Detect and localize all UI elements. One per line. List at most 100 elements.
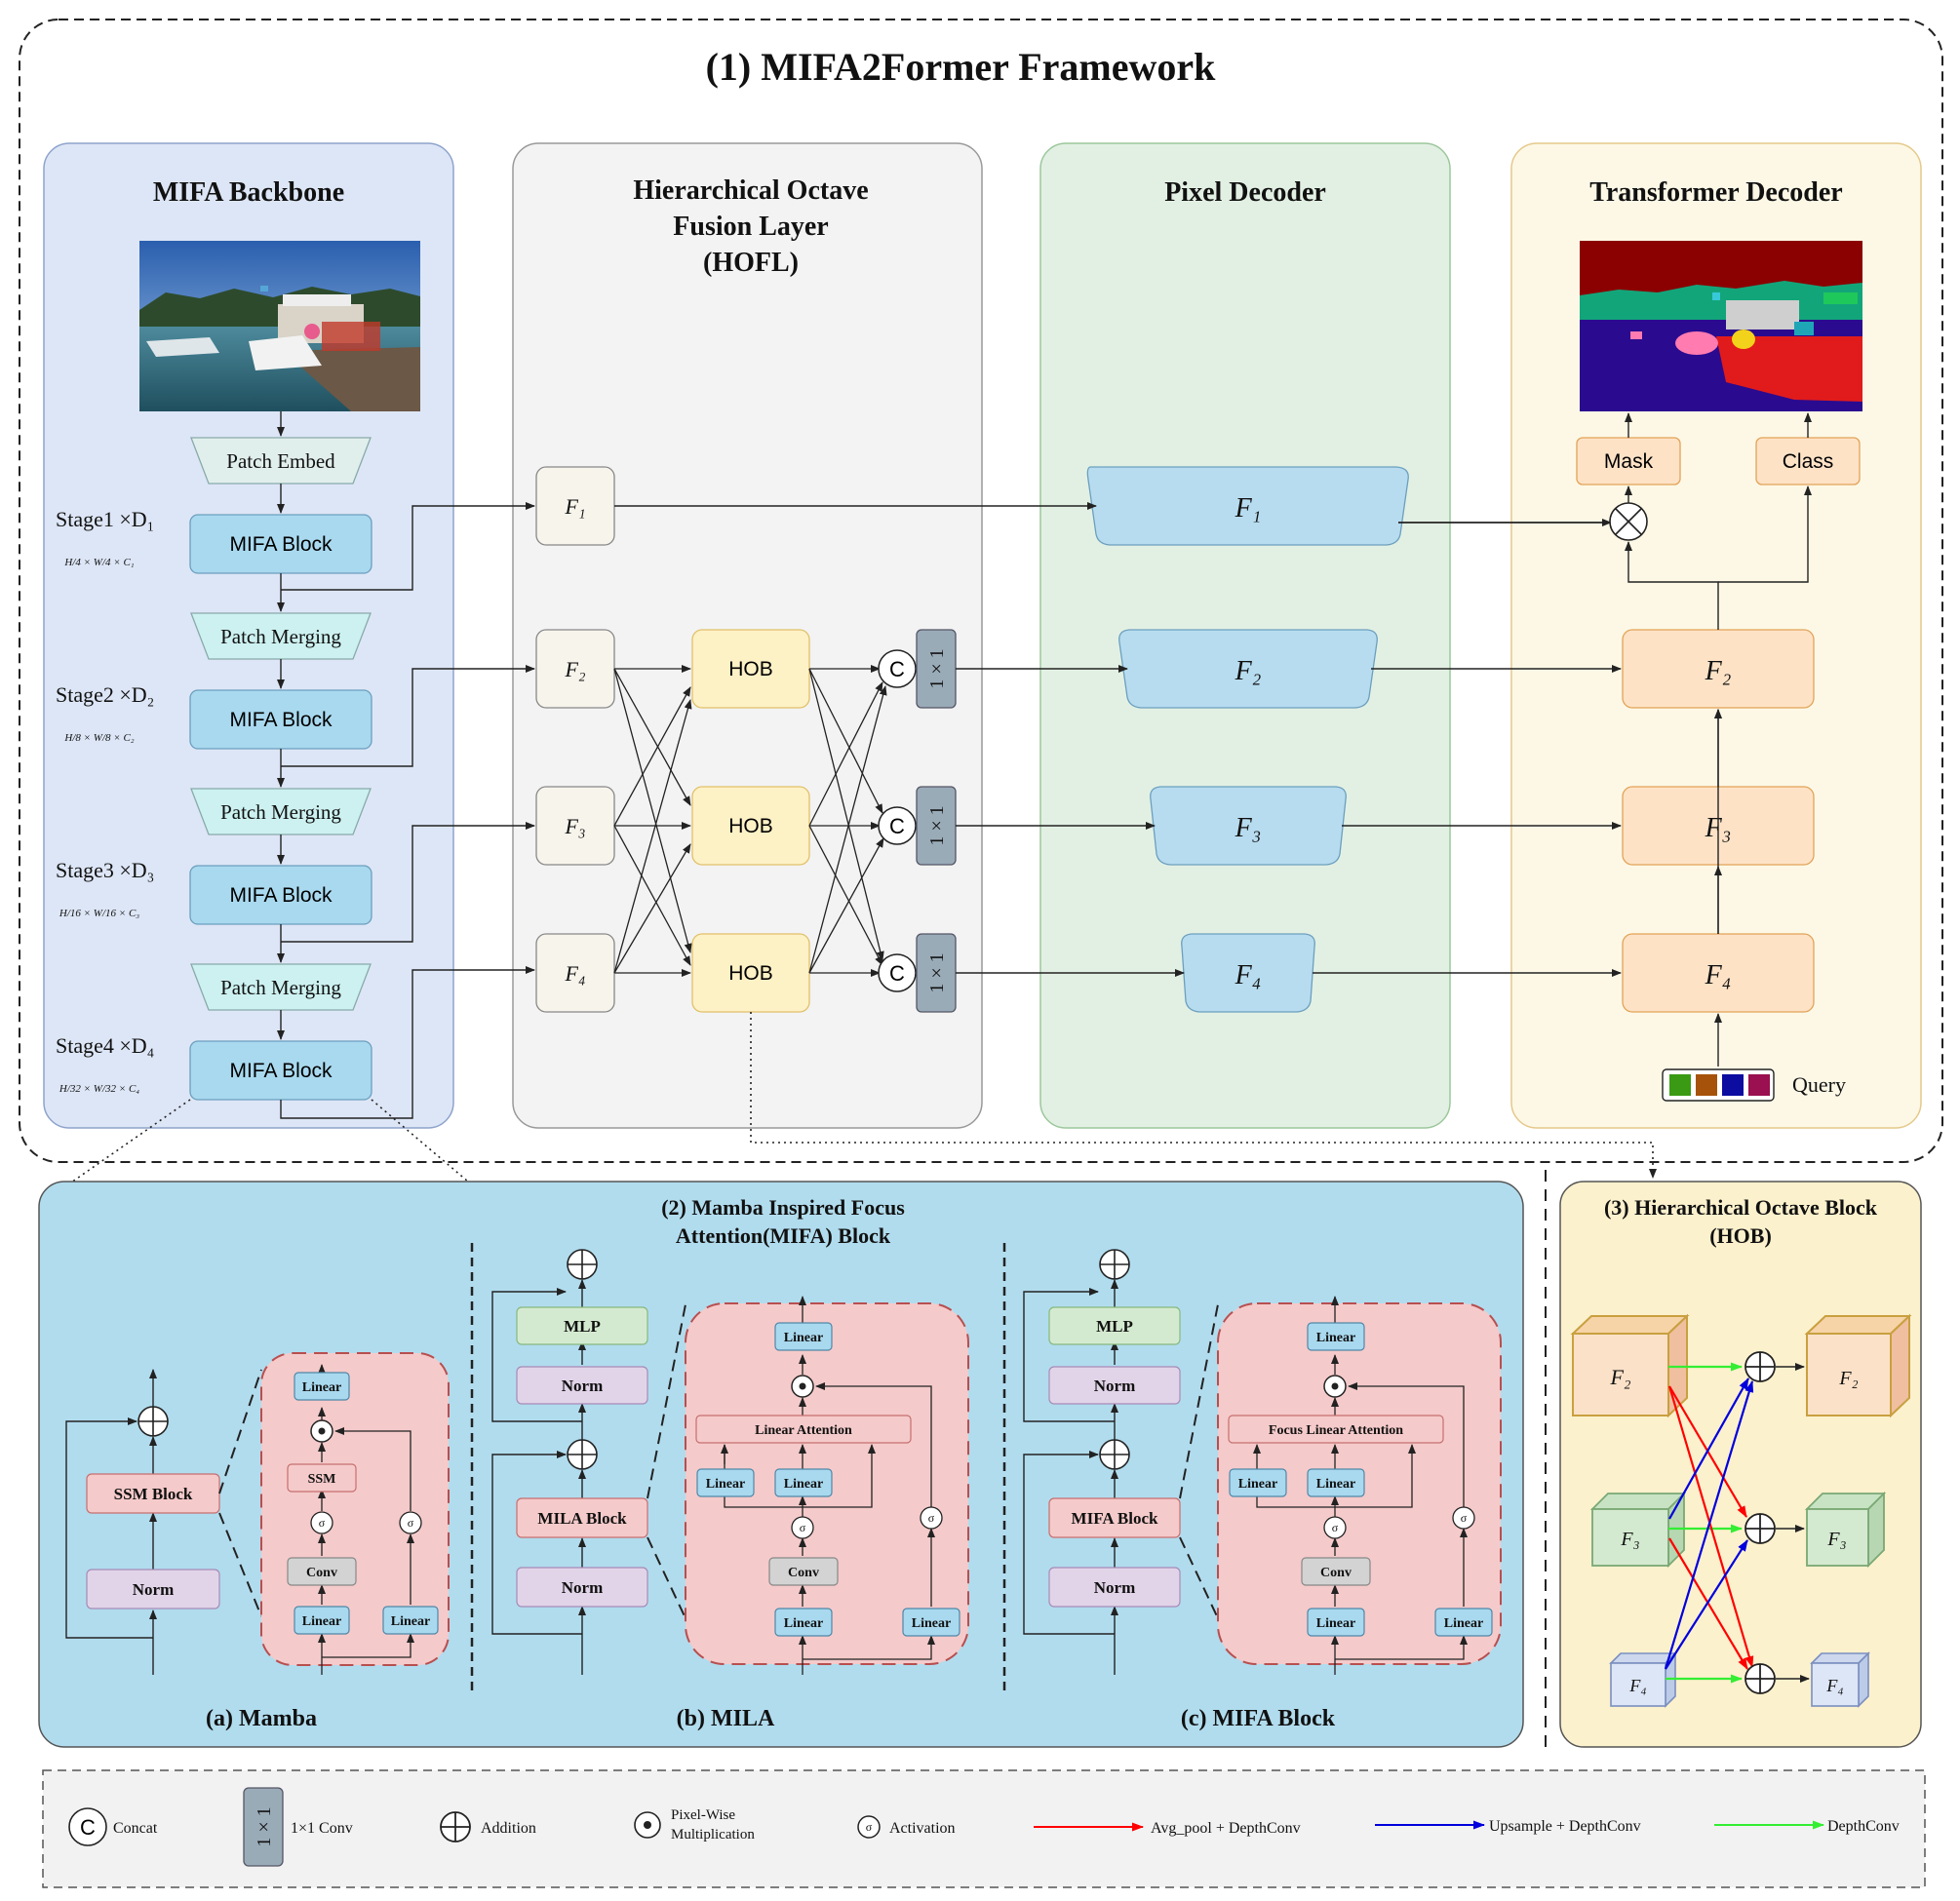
legend: C Concat 1 × 1 1×1 Conv Addition Pixel-W… [68,1787,1900,1867]
pixel-f4 [1181,933,1315,1013]
patch-merging-1 [190,612,372,660]
mifa-focus-linear-attention: Focus Linear Attention [1269,1423,1403,1438]
pixel-f2-label: F₂ [1235,656,1262,686]
concat-node-3 [878,953,917,992]
stage-1-label: Stage1 ×D₁ [56,507,154,531]
hob-section-title-1: (3) Hierarchical Octave Block [1604,1195,1878,1220]
zoom-lines [58,1012,1657,1192]
mifa-conv: Conv [1320,1566,1352,1580]
mila-block-label: MILA Block [537,1509,627,1528]
legend-concat-icon [68,1807,107,1846]
mamba-diagram: SSM Block Norm Linear SSM σ σ Conv [65,1352,450,1731]
backbone-title: MIFA Backbone [153,177,344,208]
query-token-2 [1696,1074,1717,1096]
mifa-detail-diagram: MLP Norm MIFA Block Norm Linear [1023,1249,1502,1731]
decoder-arrows [614,502,1622,977]
ssm-block-label: SSM Block [114,1485,193,1503]
query-token-4 [1748,1074,1770,1096]
stage-2-label: Stage2 ×D₂ [56,682,154,707]
hob-cube-f3-in: F₃ [1589,1491,1687,1569]
hob-block-2-label: HOB [728,815,773,837]
mamba-caption: (a) Mamba [206,1706,317,1731]
mila-caption: (b) MILA [677,1706,775,1731]
mila-block [516,1497,648,1538]
hob-cube-f3-out: F₃ [1804,1491,1887,1569]
concat-node-1-label: C [889,657,905,681]
mila-diagram: MLP Norm MILA Block Norm Linear [491,1249,969,1731]
framework-title: (1) MIFA2Former Framework [706,45,1217,89]
patch-embed [190,437,372,485]
transformer-f2-label: F₂ [1705,656,1732,686]
mifa-linear-right: Linear [1444,1616,1483,1631]
mamba-sigma-icon-1 [310,1511,333,1534]
patch-merging-2-label: Patch Merging [220,800,341,824]
legend-multiply-label-1: Pixel-Wise [671,1807,735,1823]
mifa-detail-block [1048,1497,1181,1538]
hob-section-title-2: (HOB) [1709,1223,1772,1248]
query-token-3 [1722,1074,1744,1096]
mila-linear-attention: Linear Attention [755,1423,852,1438]
mila-linear-q: Linear [706,1477,745,1492]
legend-conv-label: 1×1 Conv [291,1820,353,1837]
mila-norm-top-label: Norm [562,1377,603,1395]
mifa-linear-top: Linear [1316,1331,1355,1345]
mask-head-label: Mask [1604,450,1654,473]
hob-f3-out-label: F₃ [1826,1529,1846,1550]
mila-sigma-icon-2 [920,1506,943,1530]
mamba-linear-top: Linear [302,1380,341,1395]
mifa-block-3-label: MIFA Block [229,884,333,907]
mifa-mlp-label: MLP [1096,1317,1133,1336]
query-label: Query [1792,1072,1846,1097]
pixel-f3-label: F₃ [1235,813,1262,843]
pixel-decoder-features: F₁ F₂ F₃ F₄ [1086,466,1409,1013]
mifa-section-title-2: Attention(MIFA) Block [676,1223,891,1248]
pixel-f2 [1118,629,1378,709]
hob-f2-in-label: F₂ [1609,1365,1630,1389]
stage-4-label: Stage4 ×D₄ [56,1033,154,1058]
transformer-arrows [1625,412,1812,1067]
stage-2: MIFA Block Stage2 ×D₂ H/8 × W/8 × C₂ [56,682,372,750]
conv1x1-2-label: 1 × 1 [926,805,948,845]
pixel-f3 [1150,786,1347,866]
mifa-mlp [1048,1306,1181,1345]
mifa-norm-bottom-label: Norm [1094,1578,1135,1597]
patch-merging-3-label: Patch Merging [220,976,341,999]
mifa-block-1-label: MIFA Block [229,533,333,556]
legend-red-label: Avg_pool + DepthConv [1151,1820,1301,1837]
hofl-cross-connections [613,665,887,977]
transformer-f4-label: F₄ [1705,960,1732,990]
mifa-section-title-1: (2) Mamba Inspired Focus [661,1195,905,1220]
patch-merging-3 [190,963,372,1011]
legend-box [42,1769,1926,1888]
mamba-norm-label: Norm [133,1580,174,1599]
mila-sigma-2: σ [928,1511,935,1525]
hofl-title-line-3: (HOFL) [703,248,799,278]
transformer-decoder-title: Transformer Decoder [1589,177,1842,208]
mila-linear-right: Linear [912,1616,951,1631]
stage-3: MIFA Block Stage3 ×D₃ H/16 × W/16 × C₃ [56,858,372,925]
hofl-f2-label: F₂ [564,657,585,681]
mamba-conv: Conv [306,1566,337,1580]
legend-concat-label: Concat [113,1820,158,1837]
legend-addition-label: Addition [481,1820,536,1837]
mila-linear-top: Linear [784,1331,823,1345]
hob-cube-f2-out: F₂ [1804,1313,1912,1418]
mamba-sigma-2: σ [408,1516,414,1530]
mifa-norm-top-label: Norm [1094,1377,1135,1395]
stage-4: MIFA Block Stage4 ×D₄ H/32 × W/32 × C₄ [56,1033,372,1101]
mila-norm-top [516,1366,648,1405]
mila-norm-bottom-label: Norm [562,1578,603,1597]
mila-mlp-label: MLP [564,1317,601,1336]
mila-norm-bottom [516,1567,648,1608]
mamba-ssm: SSM [308,1472,336,1487]
stage-3-label: Stage3 ×D₃ [56,858,154,882]
mamba-norm [86,1569,220,1610]
mamba-linear-left: Linear [302,1614,341,1629]
hofl-f1-label: F₁ [564,494,585,519]
hob-add-nodes [1744,1351,1776,1694]
concat-nodes: C C C [878,649,917,992]
mifa-sigma-icon-2 [1452,1506,1475,1530]
backbone-arrows [277,411,535,1119]
stage-1-resolution: H/4 × W/4 × C₁ [63,557,134,568]
